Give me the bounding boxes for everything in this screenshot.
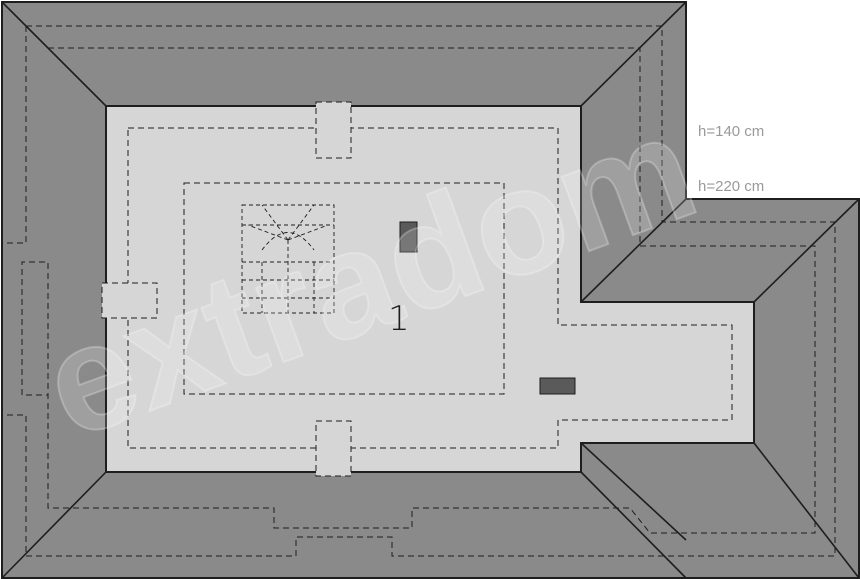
room-number: 1 [388, 299, 410, 339]
window-bottom [315, 420, 352, 477]
knee-wall-line-140 [127, 127, 733, 449]
window-top [315, 101, 352, 159]
eave-line-outer-left [2, 26, 27, 244]
headroom-line-220 [183, 182, 505, 395]
eave-line-inner [21, 47, 816, 534]
window-left [101, 282, 158, 319]
height-label-140: h=140 cm [698, 123, 764, 140]
chimney-lower [539, 377, 576, 395]
staircase [241, 204, 335, 314]
chimney-upper [399, 221, 418, 253]
eave-line-outer [2, 25, 836, 557]
height-label-220: h=220 cm [698, 178, 764, 195]
